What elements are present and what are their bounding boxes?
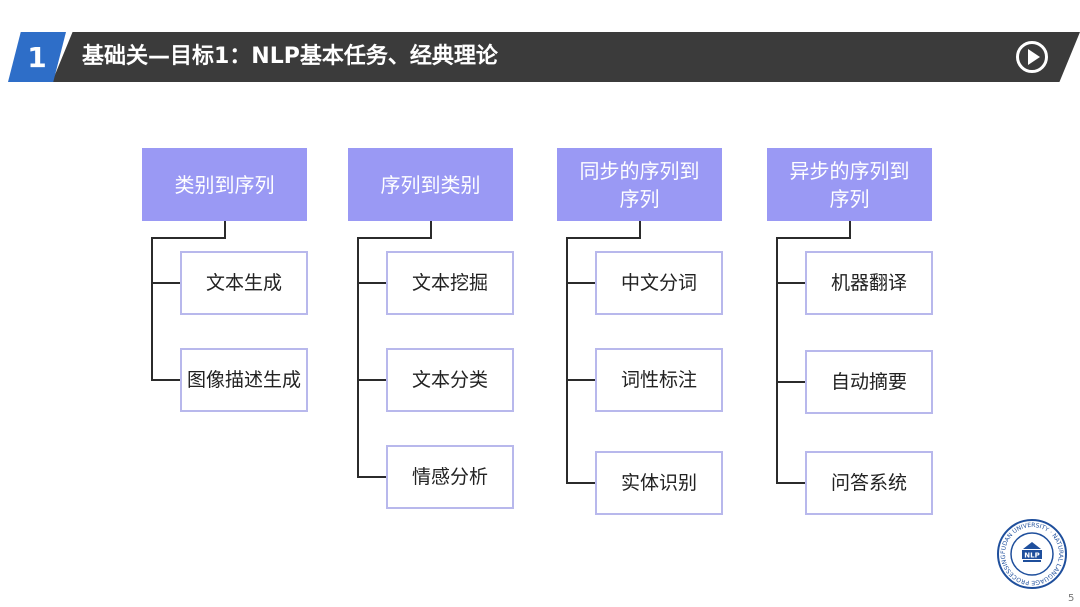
connector: [776, 482, 805, 484]
page-number: 5: [1068, 593, 1075, 604]
connector: [566, 379, 595, 381]
play-circle-icon[interactable]: [1016, 41, 1048, 73]
task-item: 问答系统: [805, 451, 933, 515]
connector: [849, 221, 851, 238]
task-item: 图像描述生成: [180, 348, 308, 412]
connector: [566, 237, 641, 239]
slide-title: 基础关—目标1：NLP基本任务、经典理论: [82, 44, 498, 69]
connector: [639, 221, 641, 238]
task-item: 文本挖掘: [386, 251, 514, 315]
connector: [151, 237, 153, 380]
connector: [776, 237, 778, 483]
connector: [357, 237, 359, 477]
connector: [357, 379, 386, 381]
task-item: 文本分类: [386, 348, 514, 412]
connector: [224, 221, 226, 238]
connector: [566, 282, 595, 284]
column-heading-3: 同步的序列到序列: [557, 148, 722, 221]
connector: [357, 476, 386, 478]
connector: [566, 237, 568, 483]
connector: [430, 221, 432, 238]
column-heading-2: 序列到类别: [348, 148, 513, 221]
column-heading-1: 类别到序列: [142, 148, 307, 221]
connector: [776, 381, 805, 383]
task-item: 情感分析: [386, 445, 514, 509]
connector: [357, 237, 432, 239]
task-item: 文本生成: [180, 251, 308, 315]
column-heading-4: 异步的序列到序列: [767, 148, 932, 221]
task-item: 词性标注: [595, 348, 723, 412]
fudan-nlp-logo: FUDAN UNIVERSITY · NATURAL LANGUAGE PROC…: [997, 519, 1067, 589]
task-item: 自动摘要: [805, 350, 933, 414]
connector: [776, 282, 805, 284]
connector: [151, 237, 226, 239]
slide-header: 1 基础关—目标1：NLP基本任务、经典理论: [0, 32, 1080, 82]
connector: [566, 482, 595, 484]
task-item: 实体识别: [595, 451, 723, 515]
title-bar: [52, 32, 1080, 82]
task-item: 中文分词: [595, 251, 723, 315]
connector: [151, 379, 180, 381]
task-item: 机器翻译: [805, 251, 933, 315]
connector: [776, 237, 851, 239]
connector: [151, 282, 180, 284]
logo-nlp-text: NLP: [1024, 552, 1039, 560]
connector: [357, 282, 386, 284]
